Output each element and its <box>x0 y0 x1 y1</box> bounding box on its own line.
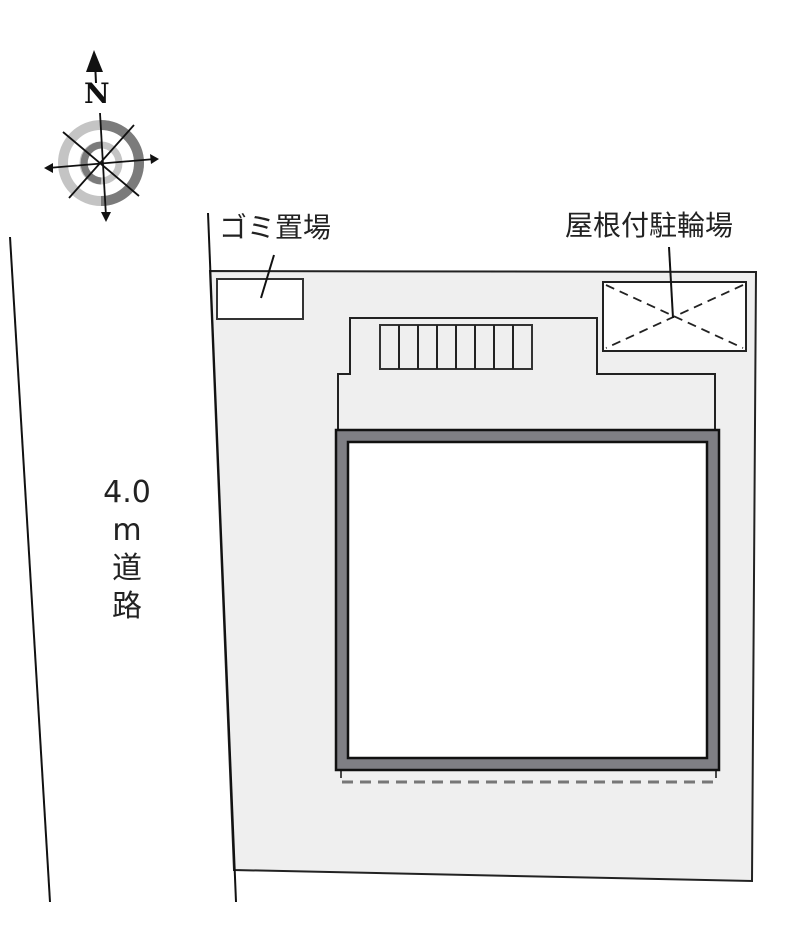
road-char-2: 路 <box>112 589 142 624</box>
garbage-leader-line <box>260 254 275 299</box>
bike-parking-diag-2 <box>605 284 744 349</box>
building-upper-outline <box>337 317 716 432</box>
road-edge-line <box>9 236 51 903</box>
garbage-area-label: ゴミ置場 <box>219 211 332 244</box>
garbage-area <box>216 278 304 320</box>
road-width: 4.0 <box>103 475 151 510</box>
lot-left-line <box>207 212 237 903</box>
road-unit: m <box>112 513 142 548</box>
compass-rose-icon <box>44 50 159 222</box>
north-label: N <box>84 77 110 110</box>
stairs <box>379 324 533 370</box>
road-label: 4.0 m 道 路 <box>92 474 162 626</box>
bike-leader-line <box>668 246 674 319</box>
road-char-1: 道 <box>112 551 142 586</box>
building-interior <box>346 440 709 760</box>
bike-parking-label: 屋根付駐輪場 <box>565 209 734 242</box>
